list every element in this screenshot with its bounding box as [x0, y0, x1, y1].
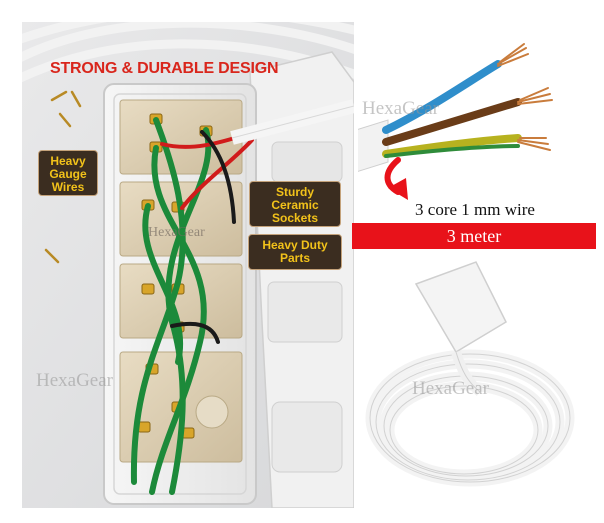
- callout-heavy-gauge-wires: Heavy Gauge Wires: [38, 150, 98, 196]
- length-banner: 3 meter: [352, 223, 596, 249]
- watermark: HexaGear: [362, 98, 440, 119]
- extension-board-photo: [22, 22, 354, 508]
- callout-line: Ceramic: [271, 198, 319, 212]
- callout-line: Heavy: [50, 154, 86, 168]
- callout-heavy-duty-parts: Heavy Duty Parts: [248, 234, 342, 270]
- cable-plug-photo: [358, 22, 596, 508]
- callout-line: Sockets: [271, 211, 319, 225]
- callout-line: Gauge: [49, 167, 87, 181]
- callout-line: Sturdy: [275, 185, 314, 199]
- callout-ceramic-sockets: Sturdy Ceramic Sockets: [249, 181, 341, 227]
- wire-spec-caption: 3 core 1 mm wire: [415, 200, 535, 219]
- callout-line: Wires: [51, 180, 85, 194]
- watermark: HexaGear: [36, 370, 114, 391]
- headline: STRONG & DURABLE DESIGN: [50, 60, 279, 77]
- watermark: HexaGear: [412, 378, 490, 399]
- watermark: HexaGear: [148, 225, 205, 240]
- callout-line: Parts: [279, 251, 311, 265]
- callout-line: Heavy Duty: [262, 238, 328, 252]
